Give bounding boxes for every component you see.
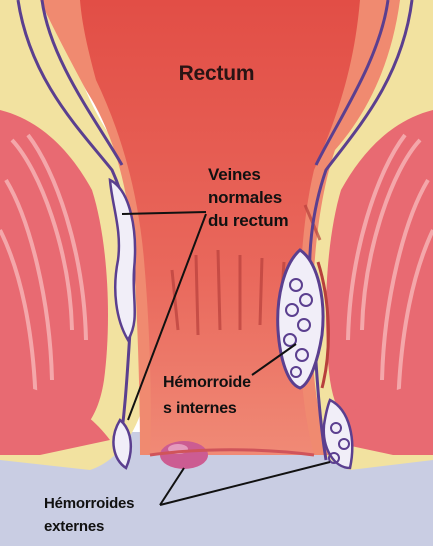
- diagram-title-rectum: Rectum: [0, 62, 433, 86]
- label-external-hemorrhoids: Hémorroides externes: [44, 492, 134, 538]
- label-normal-veins: Veines normales du rectum: [208, 163, 288, 232]
- label-internal-hemorrhoids: Hémorroide s internes: [163, 370, 251, 422]
